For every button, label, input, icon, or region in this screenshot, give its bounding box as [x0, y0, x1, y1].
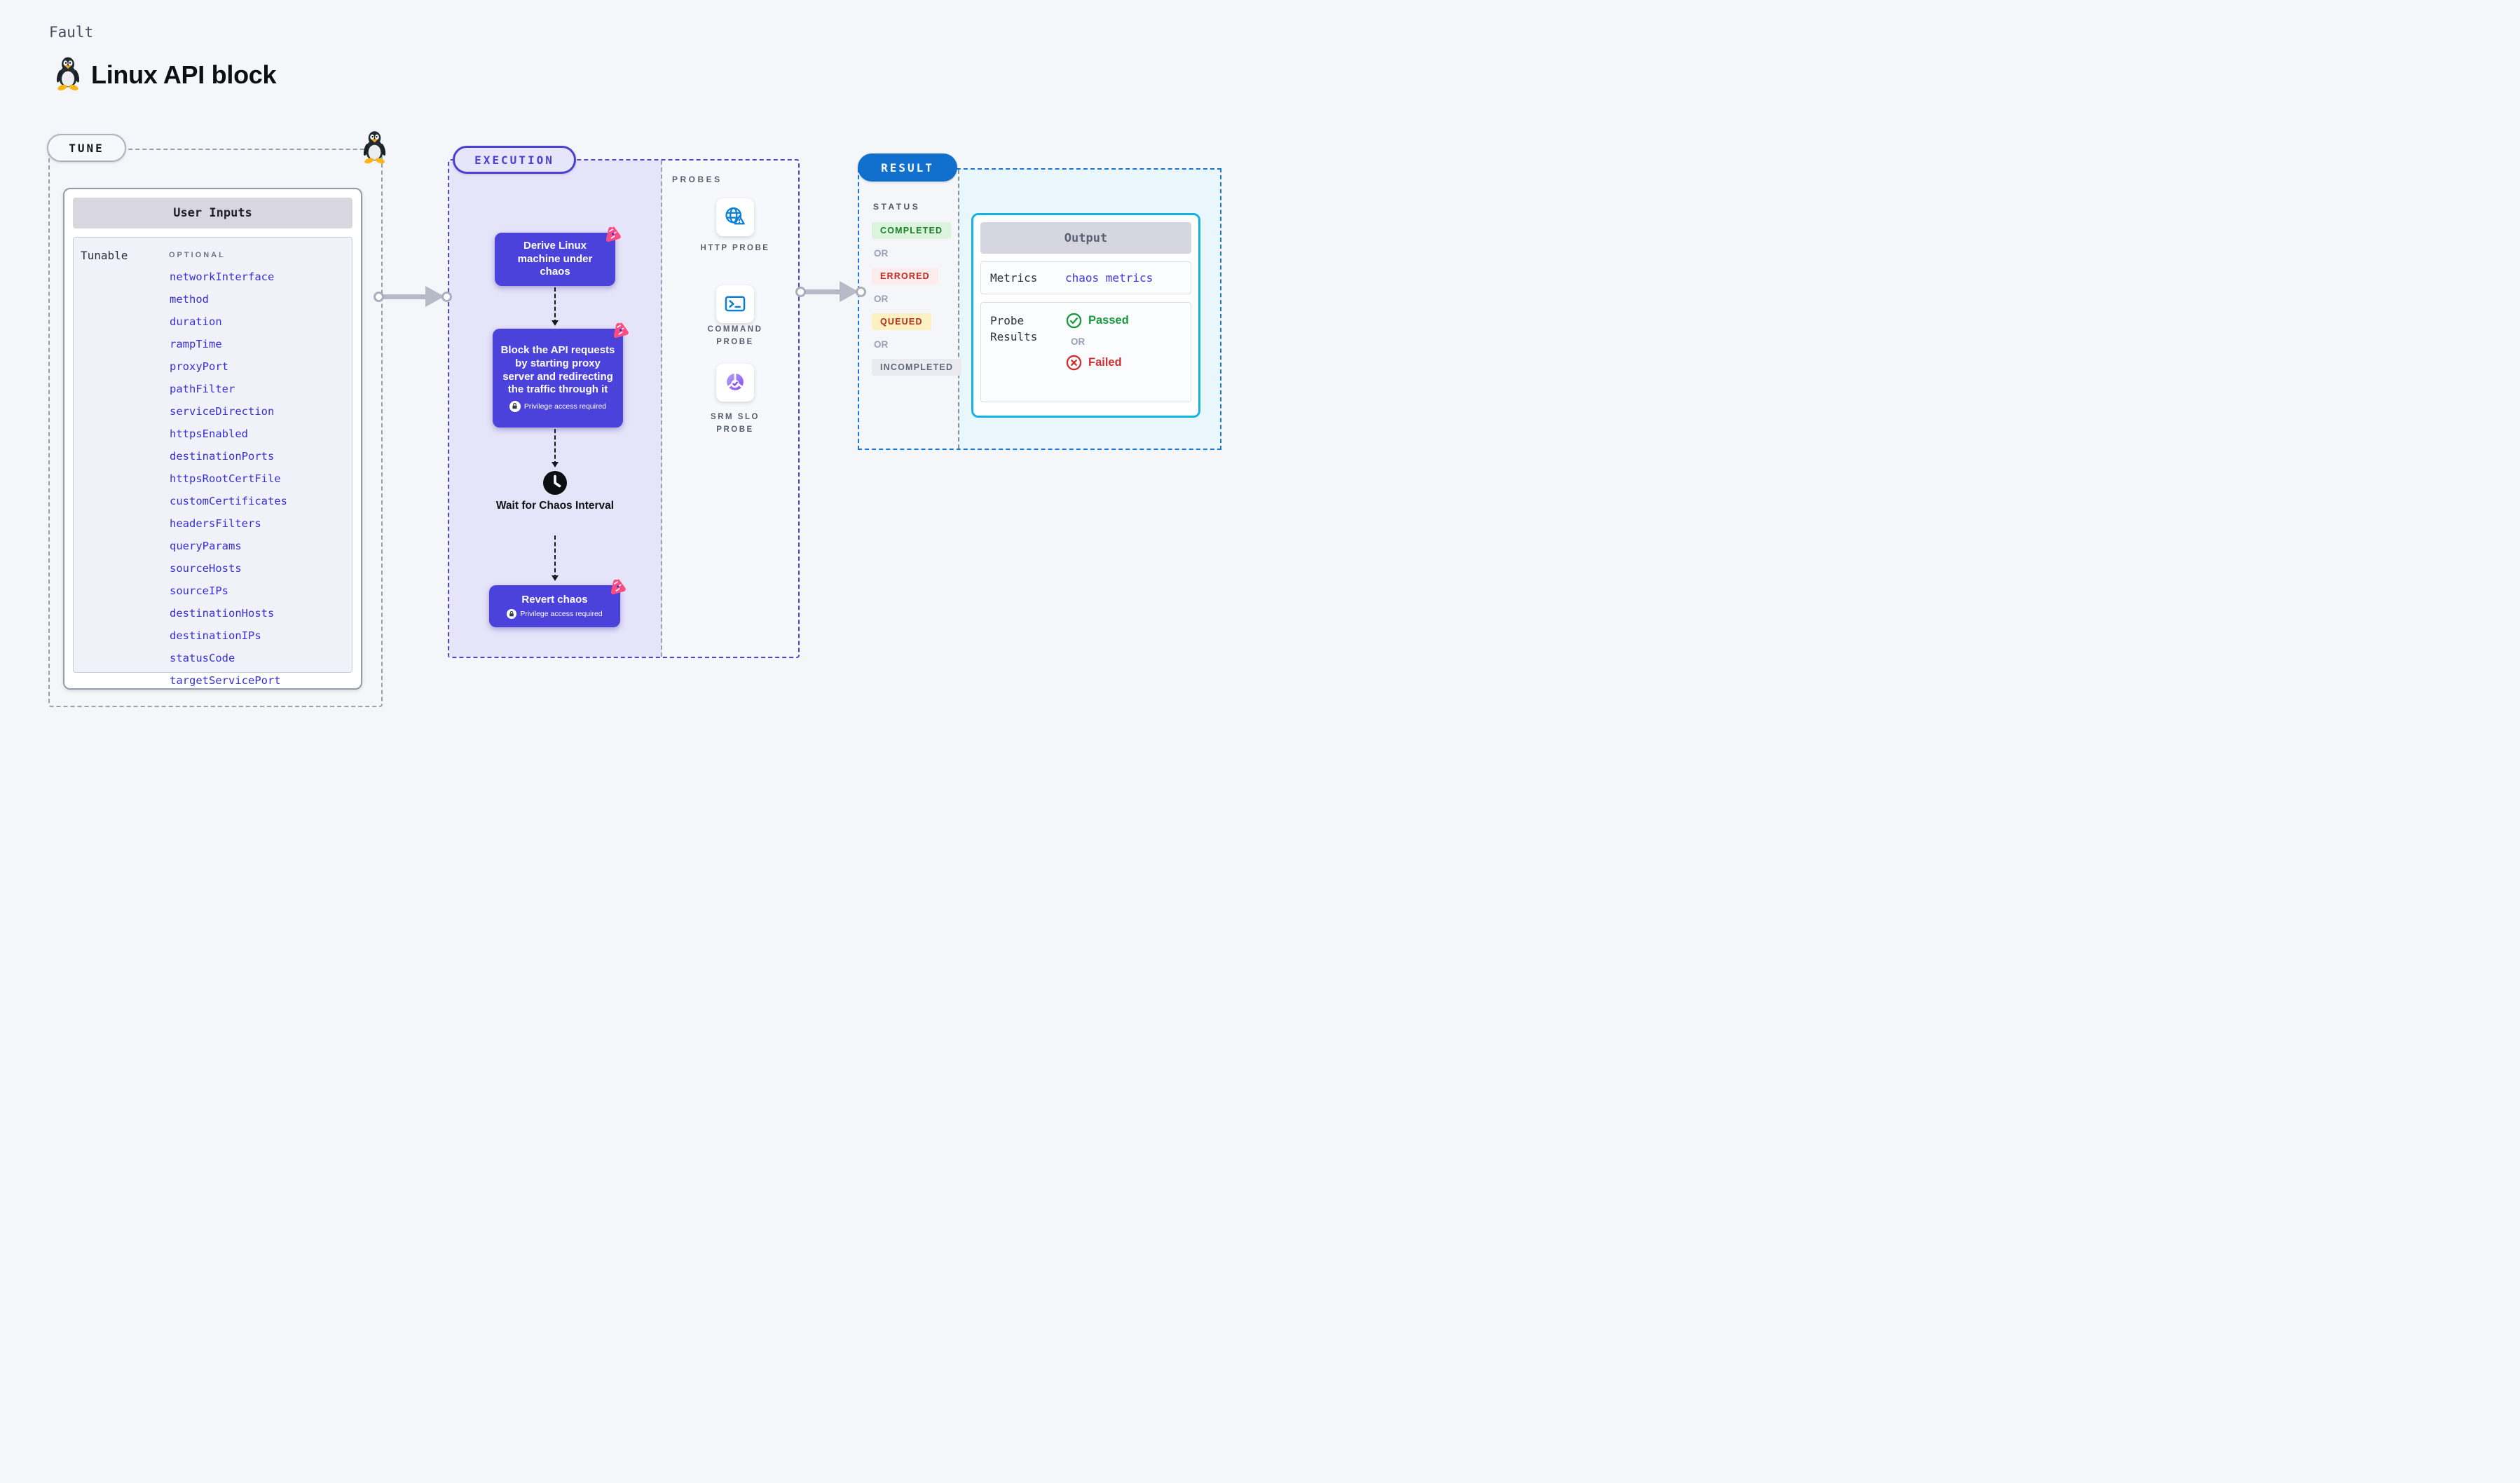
- status-label: STATUS: [873, 202, 921, 212]
- param-link[interactable]: sourceIPs: [170, 585, 228, 597]
- tunable-label: Tunable: [81, 249, 128, 262]
- flow-step-title: Derive Linux machine under chaos: [517, 240, 593, 278]
- param-link[interactable]: destinationHosts: [170, 607, 275, 620]
- check-circle-icon: [1066, 313, 1082, 329]
- status-badge-completed: COMPLETED: [872, 222, 952, 239]
- param-link[interactable]: queryParams: [170, 540, 242, 552]
- failed-line: Failed: [1066, 355, 1129, 371]
- connector-dot: [856, 287, 866, 297]
- result-badge: RESULT: [858, 153, 957, 182]
- probe-results-label: Probe Results: [990, 314, 1038, 344]
- param-link[interactable]: targetServicePort: [170, 674, 281, 687]
- param-list: networkInterface method duration rampTime pr…: [170, 271, 287, 687]
- status-list: COMPLETED OR ERRORED OR QUEUED OR INCOMP…: [872, 222, 962, 376]
- flow-step-revert: Revert chaos Privilege access required: [489, 578, 626, 627]
- tune-badge: TUNE: [47, 134, 126, 162]
- wait-step-label: Wait for Chaos Interval: [495, 500, 615, 512]
- param-link[interactable]: rampTime: [170, 338, 222, 350]
- chaos-logo-icon: [610, 578, 626, 595]
- arrow-head-icon: [425, 286, 444, 307]
- or-label: OR: [1071, 336, 1086, 347]
- output-header: Output: [980, 222, 1191, 254]
- probes-to-result-arrow: [795, 281, 866, 302]
- passed-label: Passed: [1088, 314, 1129, 327]
- arrow-head-icon: [840, 281, 858, 302]
- flow-step-block: Block the API requests by starting proxy…: [493, 322, 629, 428]
- param-link[interactable]: pathFilter: [170, 383, 235, 395]
- privilege-badge: Privilege access required: [507, 608, 603, 619]
- param-link[interactable]: networkInterface: [170, 271, 275, 283]
- flow-connector: [552, 287, 559, 326]
- probe-label-srm-slo: SRM SLO PROBE: [711, 413, 760, 434]
- tune-region: [48, 149, 383, 707]
- clock-icon: [543, 471, 567, 495]
- flow-step-derive: Derive Linux machine under chaos: [495, 226, 622, 286]
- flow-connector: [552, 429, 559, 467]
- probe-card-http: [716, 198, 754, 236]
- flow-step-title: Block the API requests by starting proxy…: [500, 344, 615, 396]
- fault-diagram: Fault Linux API block TUNE User Inputs T…: [0, 0, 1260, 742]
- param-link[interactable]: sourceHosts: [170, 562, 242, 575]
- user-inputs-header: User Inputs: [73, 198, 352, 228]
- connector-dot: [441, 292, 452, 302]
- optional-column-label: OPTIONAL: [169, 251, 226, 259]
- arrow-shaft: [802, 289, 841, 294]
- status-badge-incompleted: INCOMPLETED: [872, 359, 962, 376]
- execution-badge: EXECUTION: [453, 146, 576, 174]
- user-inputs-card: User Inputs Tunable OPTIONAL networkInte…: [63, 188, 362, 690]
- param-link[interactable]: proxyPort: [170, 360, 228, 373]
- privilege-label: Privilege access required: [520, 609, 603, 618]
- or-label: OR: [874, 248, 889, 259]
- flow-step-title: Revert chaos: [521, 594, 588, 606]
- metrics-label: Metrics: [990, 271, 1038, 285]
- privilege-label: Privilege access required: [523, 402, 607, 411]
- tux-icon: [55, 57, 81, 91]
- flow-connector: [552, 535, 559, 581]
- chaos-logo-icon: [605, 226, 622, 242]
- param-link[interactable]: statusCode: [170, 652, 235, 664]
- param-link[interactable]: destinationPorts: [170, 450, 275, 463]
- page-title: Linux API block: [91, 60, 277, 89]
- param-link[interactable]: customCertificates: [170, 495, 287, 507]
- param-link[interactable]: serviceDirection: [170, 405, 275, 418]
- tux-icon: [362, 131, 387, 164]
- param-link[interactable]: destinationIPs: [170, 629, 261, 642]
- probe-card-srm-slo: [716, 364, 754, 402]
- status-badge-queued: QUEUED: [872, 313, 931, 330]
- terminal-icon: [725, 296, 746, 312]
- lock-icon: [507, 608, 517, 619]
- probe-card-command: [716, 285, 754, 323]
- failed-label: Failed: [1088, 356, 1122, 369]
- slo-gauge-icon: [727, 373, 744, 390]
- passed-line: Passed: [1066, 313, 1129, 329]
- probe-results-row: Probe Results Passed OR Failed: [980, 302, 1191, 402]
- probes-label: PROBES: [672, 175, 723, 184]
- param-link[interactable]: duration: [170, 315, 222, 328]
- or-label: OR: [874, 294, 889, 304]
- connector-dot: [795, 287, 806, 297]
- metrics-value-link[interactable]: chaos metrics: [1065, 271, 1153, 285]
- or-label: OR: [874, 339, 889, 350]
- x-circle-icon: [1066, 355, 1082, 371]
- privilege-badge: Privilege access required: [509, 400, 607, 412]
- probe-results-values: Passed OR Failed: [1066, 313, 1129, 402]
- probe-label-http: HTTP PROBE: [700, 244, 770, 252]
- globe-alert-icon: [725, 207, 745, 225]
- fault-kicker: Fault: [49, 24, 94, 41]
- chaos-logo-icon: [613, 322, 629, 339]
- metrics-row: Metrics chaos metrics: [980, 261, 1191, 294]
- lock-icon: [509, 400, 521, 412]
- connector-dot: [374, 292, 384, 302]
- arrow-shaft: [381, 294, 427, 299]
- user-inputs-table: Tunable OPTIONAL networkInterface method d…: [73, 237, 352, 687]
- output-card: Output Metrics chaos metrics Probe Resul…: [971, 213, 1200, 418]
- tune-to-execution-arrow: [374, 286, 452, 307]
- param-link[interactable]: headersFilters: [170, 517, 261, 530]
- status-badge-errored: ERRORED: [872, 268, 938, 285]
- param-link[interactable]: httpsRootCertFile: [170, 472, 281, 485]
- probe-label-command: COMMAND PROBE: [707, 325, 763, 346]
- param-link[interactable]: method: [170, 293, 209, 306]
- param-link[interactable]: httpsEnabled: [170, 428, 248, 440]
